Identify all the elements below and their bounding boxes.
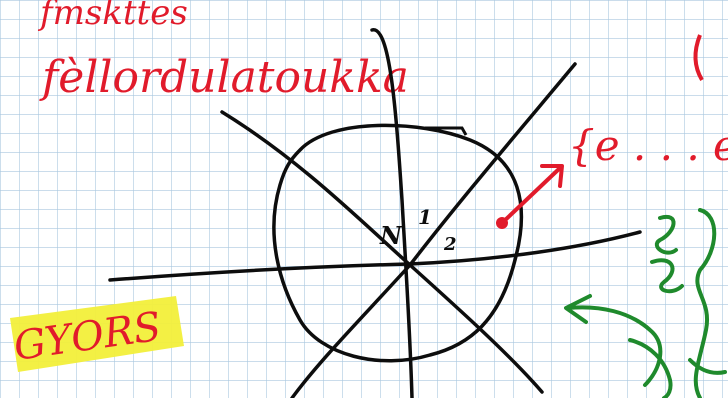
handwritten-title-line-1: fmskttes [37,0,188,33]
label-1: 1 [418,205,432,229]
handwritten-title-line-2: fèllordulatoukka [39,52,409,103]
label-2: 2 [443,234,457,255]
handwritten-right-note: {e . . . e [568,121,728,170]
label-N: N [379,221,403,250]
